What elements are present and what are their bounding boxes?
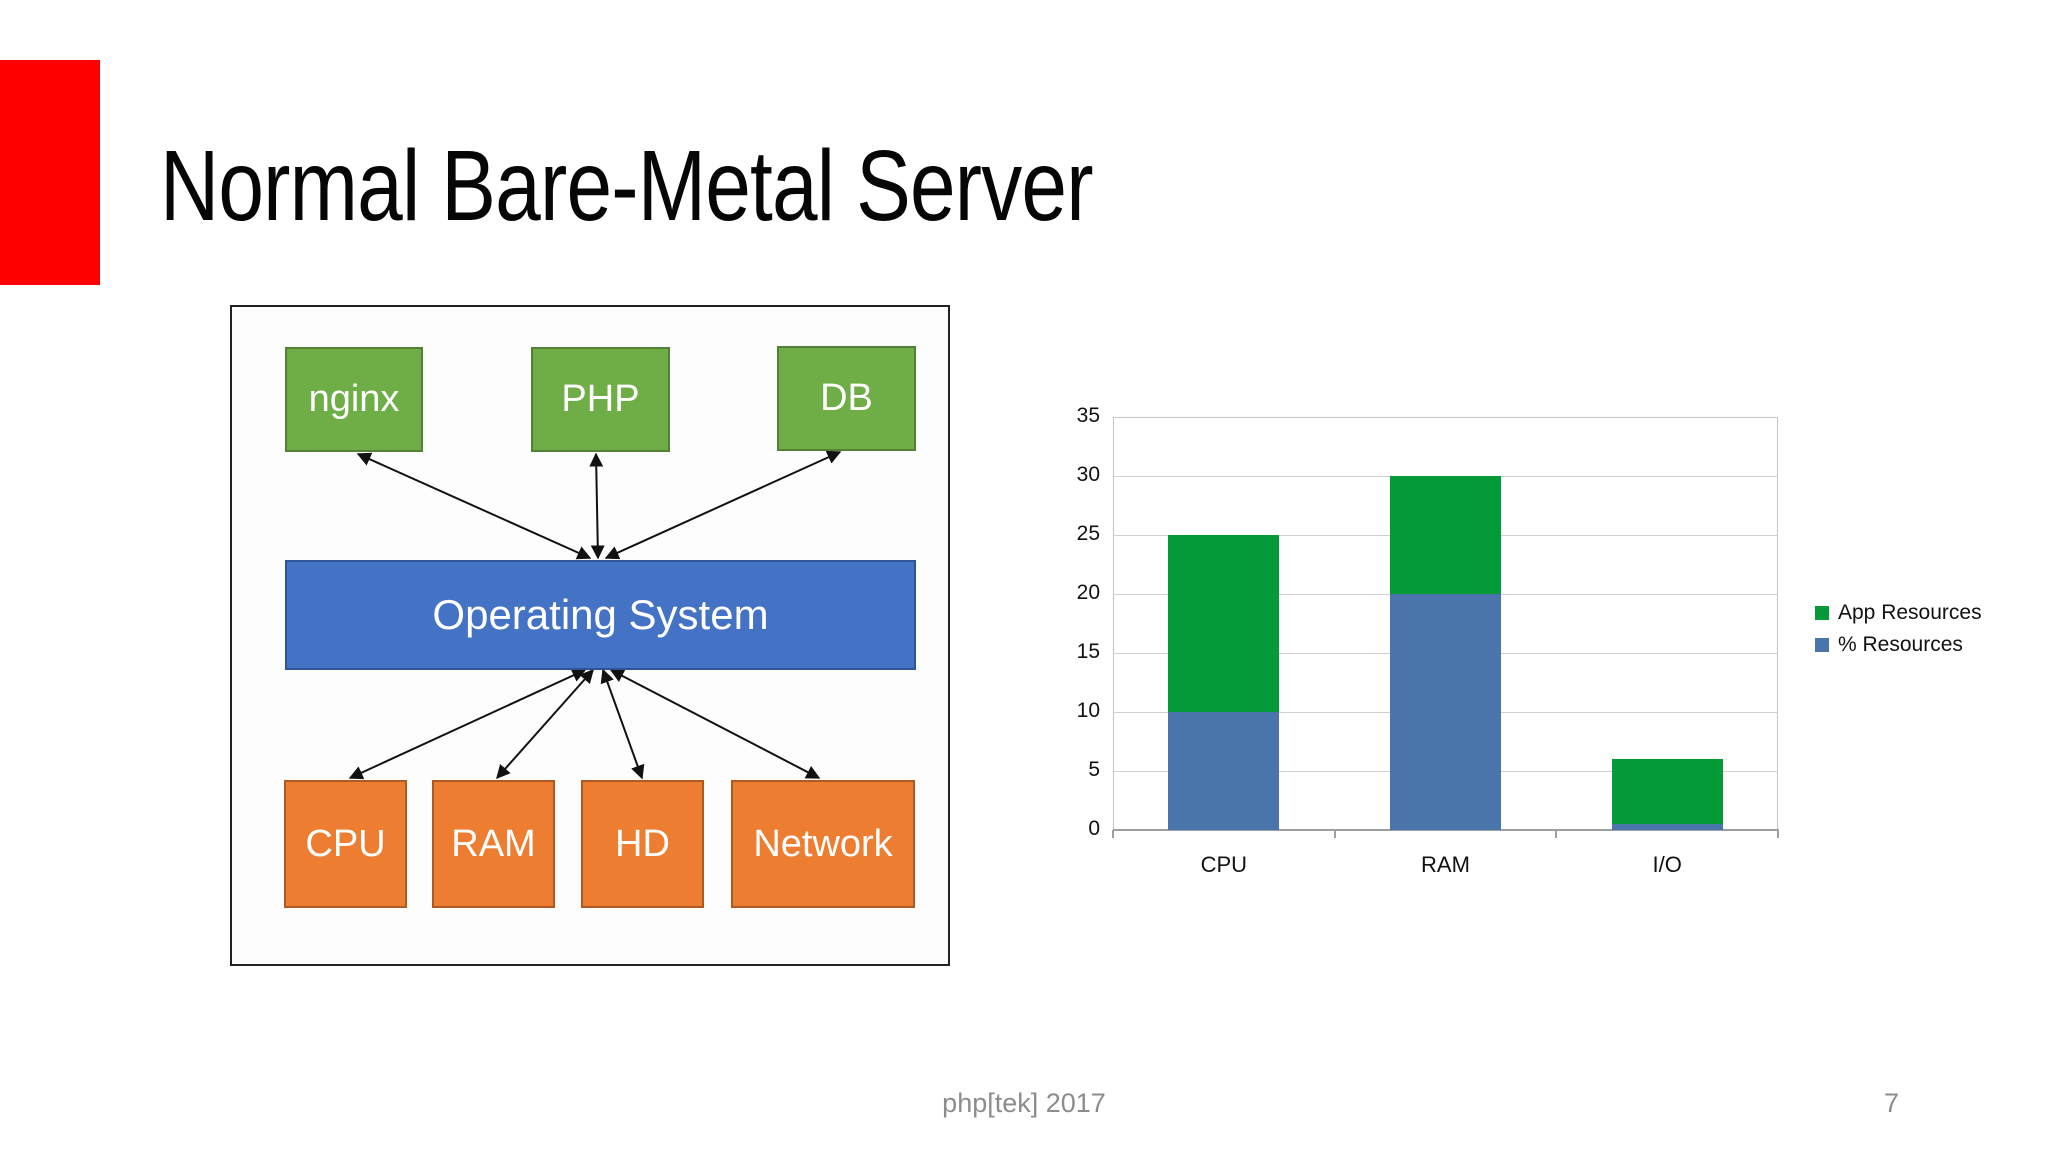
app-box-label: DB [820, 377, 873, 419]
y-axis-tick-label: 0 [1088, 817, 1100, 840]
app-box-nginx: nginx [285, 347, 423, 452]
legend-label: % Resources [1838, 633, 1963, 656]
y-axis-tick-label: 15 [1076, 640, 1100, 663]
arrow-os-php [589, 452, 605, 560]
legend-item: App Resources [1815, 601, 1982, 625]
hw-box-label: Network [753, 822, 893, 865]
legend-swatch [1815, 638, 1829, 652]
hw-box-label: HD [615, 822, 670, 865]
x-axis-line [1113, 829, 1779, 831]
y-axis-tick-label: 35 [1076, 404, 1100, 427]
bar-CPU-appresources [1168, 535, 1280, 712]
legend-label: App Resources [1838, 601, 1982, 624]
hw-box-ram: RAM [432, 780, 555, 908]
page-number: 7 [1884, 1088, 1900, 1118]
x-axis-tick [1777, 830, 1779, 838]
arrow-os-hd [600, 668, 645, 780]
bar-I/O-resources [1611, 824, 1723, 830]
plot-area-border [1113, 417, 1778, 830]
arrow-os-nginx [356, 452, 592, 560]
bar-I/O-appresources [1611, 759, 1723, 825]
diagram-arrows [348, 450, 842, 780]
app-box-php: PHP [531, 347, 670, 452]
footer-text: php[tek] 2017 [942, 1088, 1106, 1118]
x-axis-tick [1333, 830, 1336, 838]
app-box-label: nginx [308, 378, 400, 420]
x-axis-category-label: I/O [1652, 852, 1682, 877]
bar-RAM-resources [1390, 594, 1501, 830]
y-axis-tick-label: 30 [1076, 463, 1100, 486]
arrow-os-cpu [348, 668, 587, 780]
hw-box-network: Network [731, 780, 915, 908]
bar-CPU-resources [1168, 712, 1280, 830]
app-box-db: DB [777, 346, 916, 451]
x-axis-tick [1112, 830, 1114, 838]
y-axis-tick-label: 20 [1076, 581, 1100, 604]
os-bar: Operating System [285, 560, 916, 670]
legend-item: % Resources [1815, 633, 1963, 657]
arrow-os-network [609, 669, 821, 779]
legend-swatch [1815, 606, 1829, 620]
y-axis-tick-label: 25 [1076, 522, 1100, 545]
bar-RAM-appresources [1390, 476, 1501, 594]
x-axis-category-label: RAM [1421, 852, 1470, 877]
red-accent-block [0, 60, 100, 285]
y-axis-tick-label: 10 [1076, 699, 1100, 722]
hw-box-hd: HD [581, 780, 704, 908]
x-axis-category-label: CPU [1200, 852, 1248, 877]
bare-metal-diagram: nginx PHP DB Operating System CPU RAM HD… [230, 305, 950, 966]
arrow-os-db [604, 450, 842, 560]
hw-box-cpu: CPU [284, 780, 407, 908]
app-box-label: PHP [561, 378, 640, 420]
x-axis-tick [1555, 830, 1558, 838]
y-axis-tick-label: 5 [1088, 758, 1100, 781]
page-title: Normal Bare-Metal Server [160, 130, 1094, 242]
os-bar-label: Operating System [432, 591, 769, 638]
hw-box-label: RAM [451, 822, 536, 865]
hw-box-label: CPU [305, 822, 386, 865]
arrow-os-ram [496, 668, 594, 780]
